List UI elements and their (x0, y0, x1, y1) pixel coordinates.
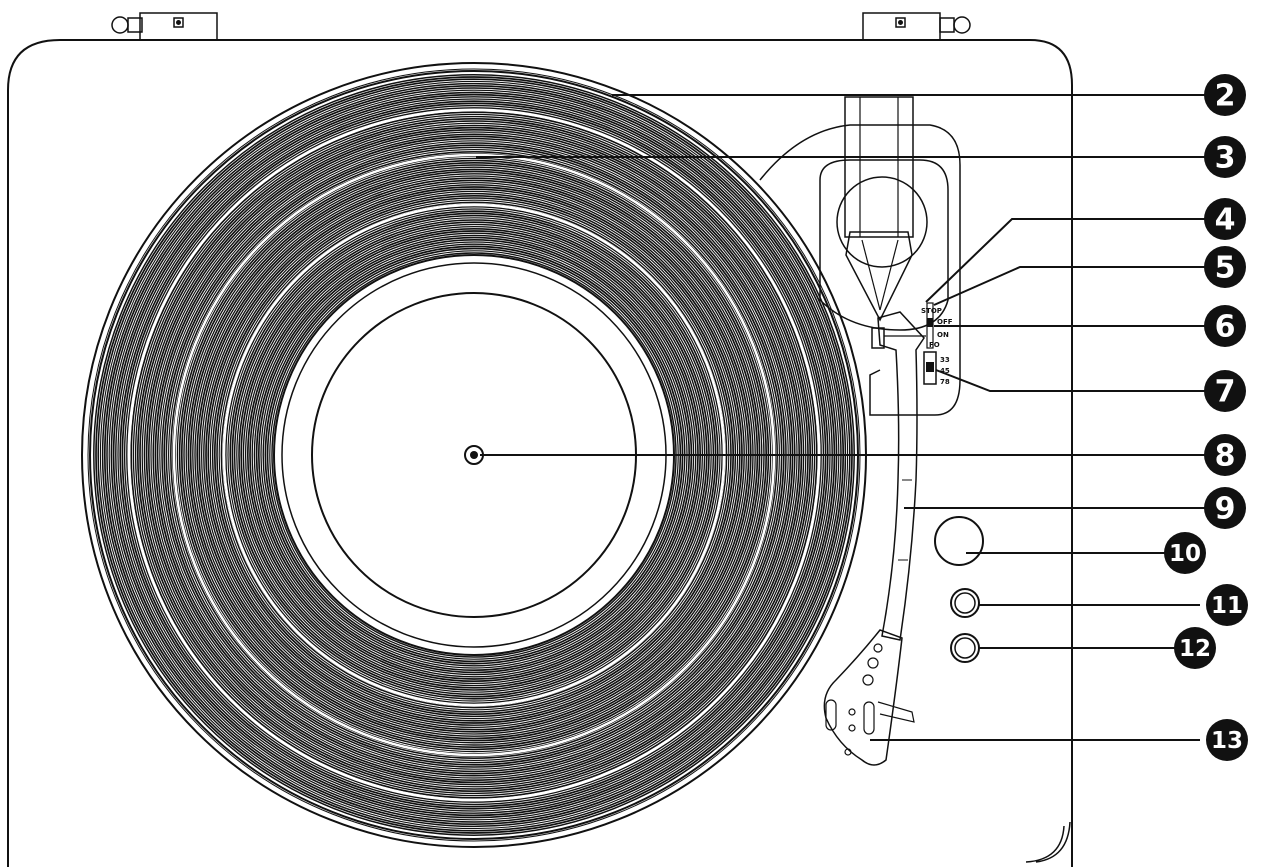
callout-13: 13 (1206, 719, 1248, 761)
function-switch: STOP OFF ON FO (921, 302, 953, 349)
switch-label-fo: FO (929, 341, 940, 349)
callout-6-label: 6 (1215, 310, 1236, 345)
speed-selector: 33 45 78 (923, 351, 950, 386)
callout-13-label: 13 (1211, 728, 1243, 754)
callout-2-label: 2 (1215, 79, 1236, 114)
callout-10: 10 (1164, 532, 1206, 574)
tonearm-housing (759, 96, 961, 416)
callout-9: 9 (1204, 487, 1246, 529)
plinth-outline (7, 39, 1073, 867)
callout-8: 8 (1204, 434, 1246, 476)
callout-5-label: 5 (1215, 251, 1236, 286)
headshell (823, 629, 915, 766)
left-hinge (111, 12, 218, 41)
leader-lines (476, 94, 1205, 741)
corner-notch (1025, 821, 1071, 863)
callout-3-label: 3 (1215, 141, 1236, 176)
callout-2: 2 (1204, 74, 1246, 116)
callout-9-label: 9 (1215, 492, 1236, 527)
switch-label-on: ON (937, 331, 949, 339)
switch-label-stop: STOP (921, 307, 942, 315)
callout-6: 6 (1204, 305, 1246, 347)
leader-5 (933, 266, 1205, 306)
jack-lower (950, 633, 980, 663)
leader-7 (935, 369, 1205, 392)
callout-12: 12 (1174, 627, 1216, 669)
switch-label-off: OFF (937, 318, 953, 326)
callout-8-label: 8 (1215, 439, 1236, 474)
speed-label-33: 33 (940, 356, 950, 364)
volume-knob (934, 516, 984, 566)
callout-10-label: 10 (1169, 541, 1201, 567)
callout-7-label: 7 (1215, 375, 1236, 410)
callout-11: 11 (1206, 584, 1248, 626)
callout-3: 3 (1204, 136, 1246, 178)
leader-4 (925, 218, 1205, 303)
callout-7: 7 (1204, 370, 1246, 412)
right-hinge (862, 12, 971, 41)
callout-11-label: 11 (1211, 593, 1243, 619)
tonearm (871, 311, 926, 641)
speed-label-78: 78 (940, 378, 950, 386)
speed-label-45: 45 (940, 367, 950, 375)
callout-4-label: 4 (1215, 203, 1236, 238)
callout-4: 4 (1204, 198, 1246, 240)
callout-12-label: 12 (1179, 636, 1211, 662)
callout-5: 5 (1204, 246, 1246, 288)
jack-upper (950, 588, 980, 618)
